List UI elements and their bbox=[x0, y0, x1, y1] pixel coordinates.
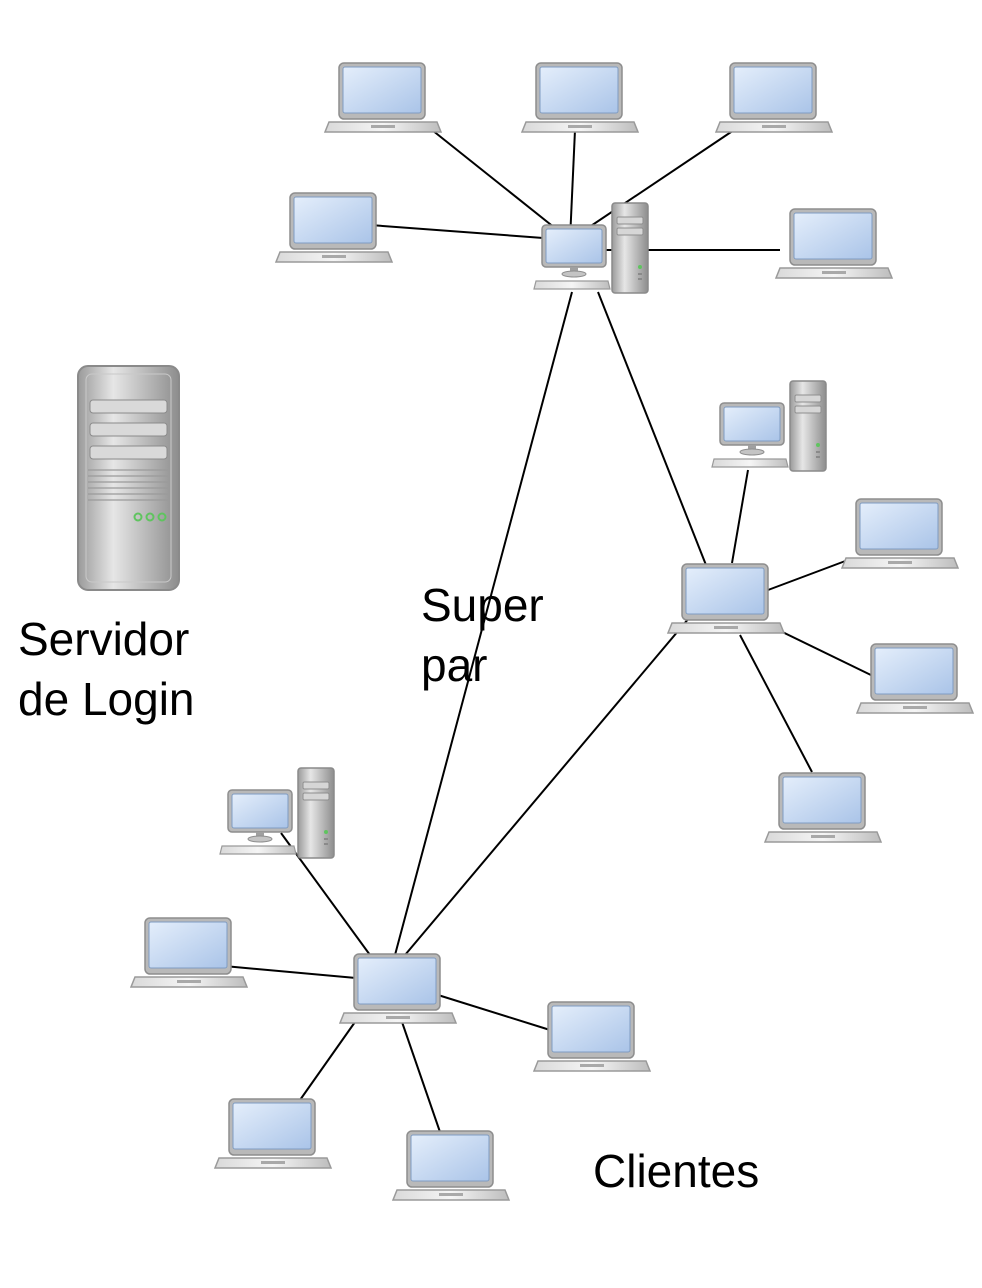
edge-super-right-right-desktop bbox=[731, 469, 749, 564]
edge-super-top-top-1 bbox=[431, 129, 571, 241]
edge-super-top-super-bottom bbox=[394, 291, 573, 956]
laptop-icon bbox=[841, 498, 959, 569]
login-server-label-line1: Servidor bbox=[18, 613, 190, 665]
laptop-icon bbox=[764, 772, 882, 843]
edge-super-bottom-bottom-2 bbox=[437, 994, 551, 1031]
edge-super-right-right-1 bbox=[767, 559, 849, 591]
edge-super-bottom-bottom-3 bbox=[299, 1021, 356, 1101]
clients-label: Clientes bbox=[593, 1145, 760, 1197]
laptop-icon bbox=[533, 1001, 651, 1072]
laptop-icon bbox=[392, 1130, 510, 1201]
login-server-label-line2: de Login bbox=[18, 672, 195, 725]
super-peer-laptop-icon bbox=[667, 563, 785, 634]
super-peer-label-line2: par bbox=[421, 638, 488, 691]
edge-super-top-top-2 bbox=[569, 129, 576, 241]
edge-super-top-top-4 bbox=[369, 224, 571, 241]
edge-super-bottom-bottom-1 bbox=[223, 965, 357, 979]
super-peer-laptop-icon bbox=[339, 953, 457, 1024]
login-server-label: Servidor de Login bbox=[18, 610, 195, 730]
edge-super-right-super-bottom bbox=[404, 604, 701, 956]
edge-super-top-top-3 bbox=[569, 129, 735, 241]
super-peer-desktop-icon bbox=[533, 202, 649, 294]
super-peer-label-line1: Super bbox=[421, 579, 544, 631]
laptop-icon bbox=[715, 62, 833, 133]
desktop-computer-icon bbox=[711, 380, 827, 472]
laptop-icon bbox=[275, 192, 393, 263]
edge-super-right-right-2 bbox=[767, 624, 876, 678]
server-tower-icon bbox=[77, 365, 180, 591]
edge-super-top-super-right bbox=[597, 291, 707, 566]
laptop-icon bbox=[775, 208, 893, 279]
edge-super-right-right-3 bbox=[739, 634, 813, 773]
laptop-icon bbox=[130, 917, 248, 988]
laptop-icon bbox=[521, 62, 639, 133]
laptop-icon bbox=[324, 62, 442, 133]
edge-super-bottom-bottom-4 bbox=[401, 1021, 441, 1133]
super-peer-label: Super par bbox=[421, 576, 544, 696]
laptop-icon bbox=[214, 1098, 332, 1169]
laptop-icon bbox=[856, 643, 974, 714]
desktop-computer-icon bbox=[219, 767, 335, 859]
